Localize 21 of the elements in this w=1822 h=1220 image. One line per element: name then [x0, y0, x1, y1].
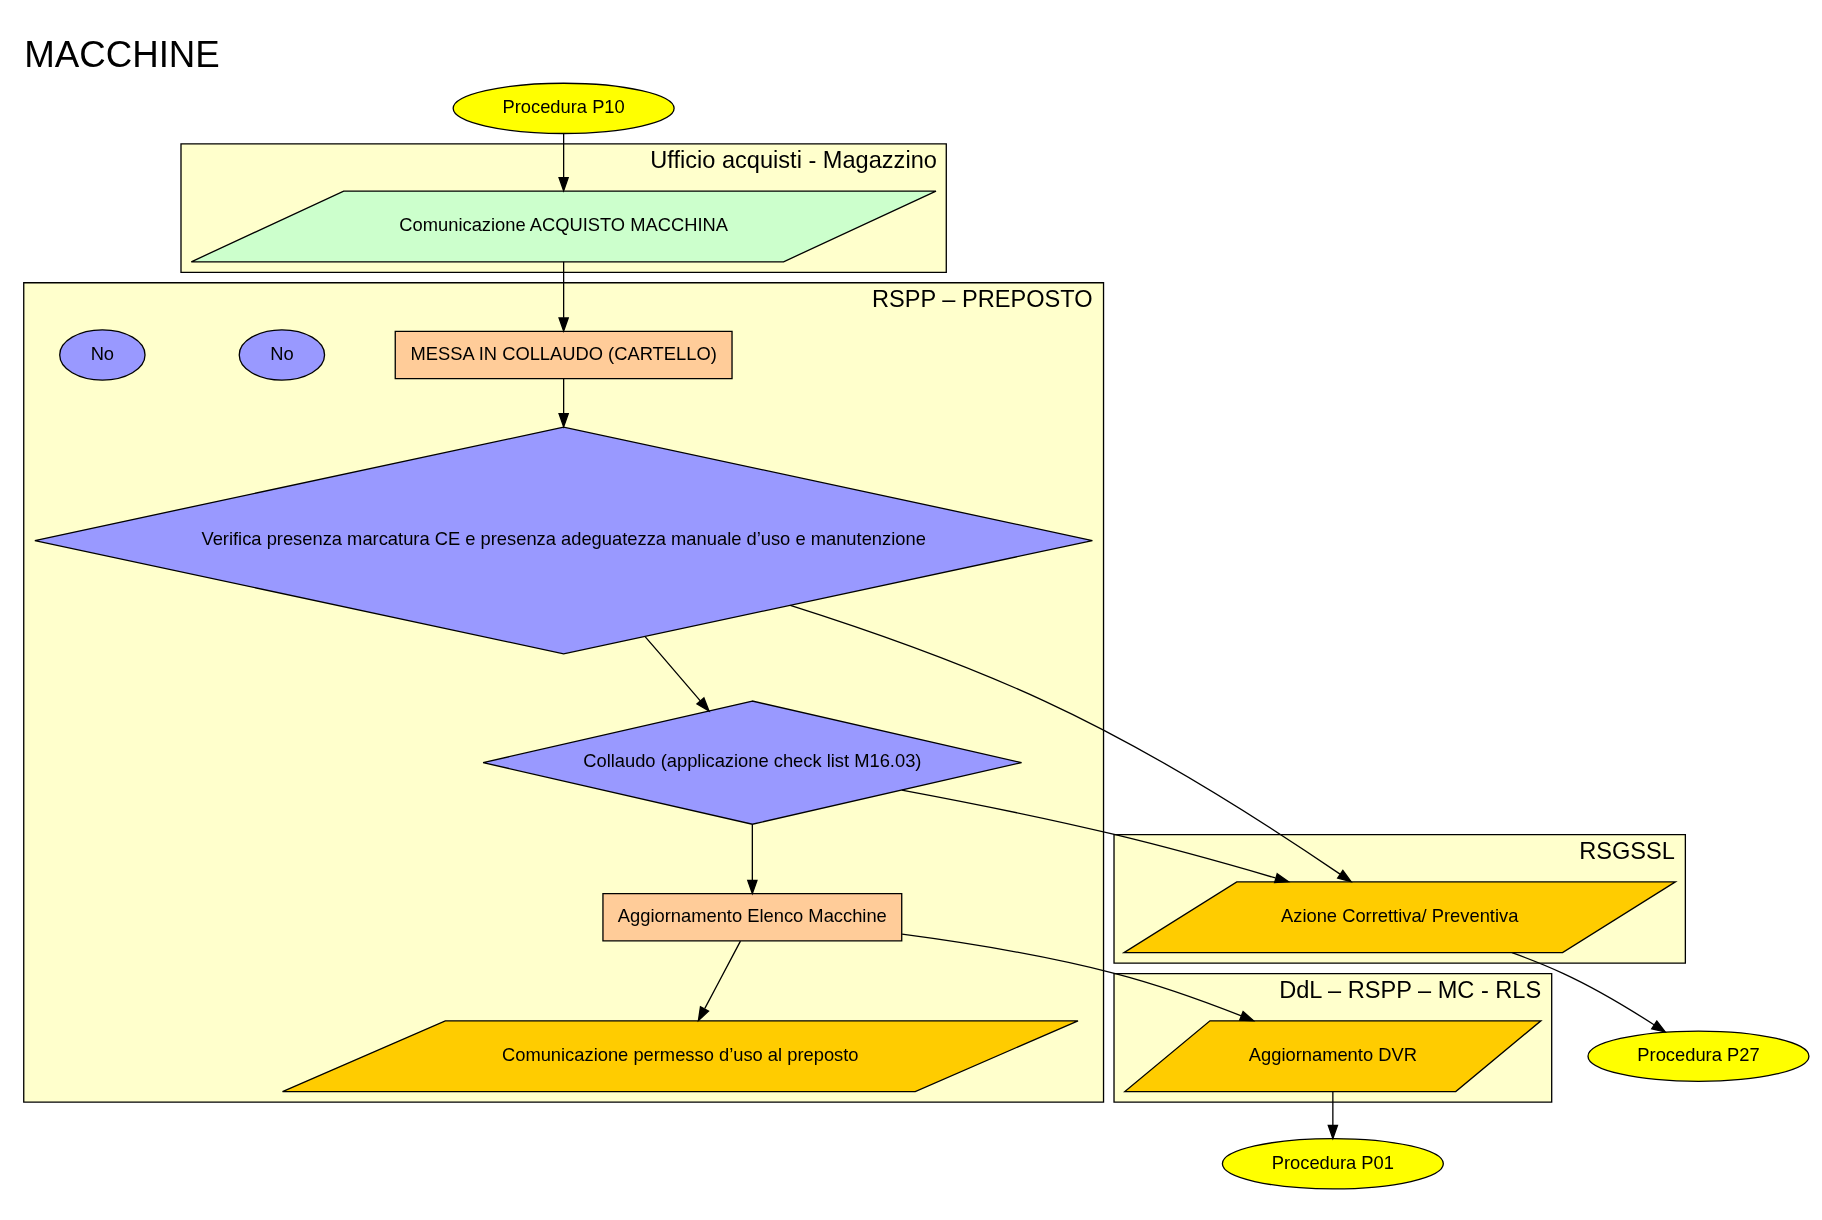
node-box: MESSA IN COLLAUDO (CARTELLO) [394, 330, 733, 379]
node-box: Aggiornamento Elenco Macchine [602, 892, 903, 941]
arrow [901, 933, 1256, 1021]
arrow [1511, 951, 1667, 1033]
arrow [789, 604, 1353, 883]
arrow [558, 377, 570, 429]
node-ellipse: Procedura P10 [452, 82, 675, 134]
node-diamond: Verifica presenza marcatura CE e presenza adeguatezza manuale d’uso e manutenzione [34, 426, 1094, 655]
node-diamond: Collaudo (applicazione check list M16.03) [482, 699, 1023, 825]
arrow [697, 939, 742, 1022]
arrow [558, 132, 570, 193]
arrow [644, 635, 711, 712]
node-ellipse: No [238, 328, 326, 381]
node-ellipse: Procedura P27 [1587, 1029, 1810, 1082]
arrow [558, 260, 570, 333]
diagram-title: MACCHINE [24, 33, 220, 75]
arrow [1327, 1090, 1339, 1141]
arrow [746, 823, 758, 896]
node-ellipse: Procedura P01 [1221, 1137, 1444, 1190]
arrow [901, 788, 1291, 883]
node-ellipse: No [59, 328, 146, 381]
